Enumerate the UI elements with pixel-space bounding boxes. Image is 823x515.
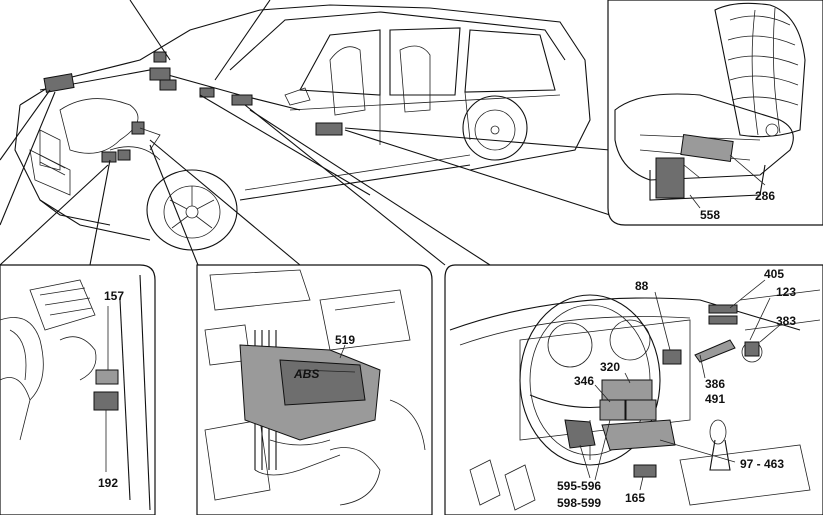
abs-module-panel: ABS 519 bbox=[196, 264, 433, 515]
label-157: 157 bbox=[104, 289, 124, 303]
callout-leader-lines bbox=[0, 0, 611, 266]
label-286: 286 bbox=[755, 189, 775, 203]
label-491: 491 bbox=[705, 392, 725, 406]
label-165: 165 bbox=[625, 491, 645, 505]
label-346: 346 bbox=[574, 374, 594, 388]
engine-bay-panel: 157 192 bbox=[0, 264, 156, 515]
label-192: 192 bbox=[98, 476, 118, 490]
label-320: 320 bbox=[600, 360, 620, 374]
label-405: 405 bbox=[764, 267, 784, 281]
label-595-596: 595-596 bbox=[557, 479, 601, 493]
label-123: 123 bbox=[776, 285, 796, 299]
seat-detail-panel: 286 558 bbox=[607, 0, 823, 226]
label-558: 558 bbox=[700, 208, 720, 222]
abs-unit-text: ABS bbox=[293, 367, 319, 381]
dashboard-panel: 88 405 123 383 320 346 386 491 97 - 463 … bbox=[444, 264, 823, 515]
label-598-599: 598-599 bbox=[557, 496, 601, 510]
label-386: 386 bbox=[705, 377, 725, 391]
label-383: 383 bbox=[776, 314, 796, 328]
label-88: 88 bbox=[635, 279, 649, 293]
label-97-463: 97 - 463 bbox=[740, 457, 784, 471]
label-519: 519 bbox=[335, 333, 355, 347]
car-illustration bbox=[14, 4, 591, 251]
